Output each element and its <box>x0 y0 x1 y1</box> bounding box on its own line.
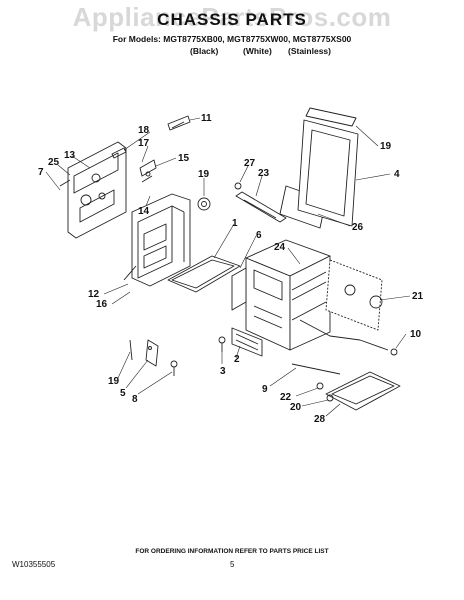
screw-part <box>218 336 226 352</box>
side-panel-6-part <box>231 267 247 311</box>
watermark: AppliancePartsPros.com <box>72 2 392 32</box>
callout-22: 22 <box>280 392 292 403</box>
side-panel-part <box>59 141 127 239</box>
callout-15: 15 <box>178 153 190 164</box>
callout-19-bottom: 19 <box>108 376 120 387</box>
callout-4: 4 <box>394 169 400 180</box>
inner-frame-part <box>123 193 191 287</box>
callout-26: 26 <box>352 222 364 233</box>
knob-part <box>197 197 211 211</box>
callout-2: 2 <box>234 354 240 365</box>
document-number: W10355505 <box>12 560 56 569</box>
callout-9: 9 <box>262 384 268 395</box>
broiler-pan-part <box>325 371 401 411</box>
variant-white: (White) <box>243 46 272 56</box>
callout-12: 12 <box>88 289 100 300</box>
page-title: CHASSIS PARTS <box>157 10 307 29</box>
callout-27: 27 <box>244 158 256 169</box>
tray-part <box>167 255 241 293</box>
callout-23: 23 <box>258 168 270 179</box>
vent-part <box>234 182 287 223</box>
callout-28: 28 <box>314 414 326 425</box>
callout-20: 20 <box>290 402 302 413</box>
callout-24: 24 <box>274 242 286 253</box>
bracket-part <box>111 147 157 183</box>
variant-black: (Black) <box>190 46 219 56</box>
callout-25: 25 <box>48 157 60 168</box>
models-line: For Models: MGT8775XB00, MGT8775XW00, MG… <box>112 34 352 44</box>
callout-8: 8 <box>132 394 138 405</box>
callout-17: 17 <box>138 138 150 149</box>
callout-19: 19 <box>198 169 210 180</box>
door-frame-part <box>297 107 359 227</box>
rod-part <box>291 363 341 375</box>
callout-18: 18 <box>138 125 150 136</box>
page-number: 5 <box>230 560 235 569</box>
callout-14: 14 <box>138 206 150 217</box>
wire-part <box>299 319 398 356</box>
lower-bracket-part <box>129 339 178 376</box>
callout-21: 21 <box>412 291 424 302</box>
callout-13: 13 <box>64 150 76 161</box>
callout-1: 1 <box>232 218 238 229</box>
callout-7: 7 <box>38 167 44 178</box>
callout-5: 5 <box>120 388 126 399</box>
callout-3: 3 <box>220 366 226 377</box>
oven-cavity-part <box>245 239 331 351</box>
hinge-part <box>167 115 191 131</box>
fastener-part <box>316 382 334 402</box>
callout-11: 11 <box>201 113 212 124</box>
variant-stainless: (Stainless) <box>288 46 331 56</box>
callout-10: 10 <box>410 329 422 340</box>
callout-16: 16 <box>96 299 108 310</box>
rail-part <box>231 327 263 357</box>
callout-19-top: 19 <box>380 141 392 152</box>
callout-6: 6 <box>256 230 262 241</box>
control-panel-part <box>325 259 383 331</box>
ordering-note: FOR ORDERING INFORMATION REFER TO PARTS … <box>135 548 329 555</box>
